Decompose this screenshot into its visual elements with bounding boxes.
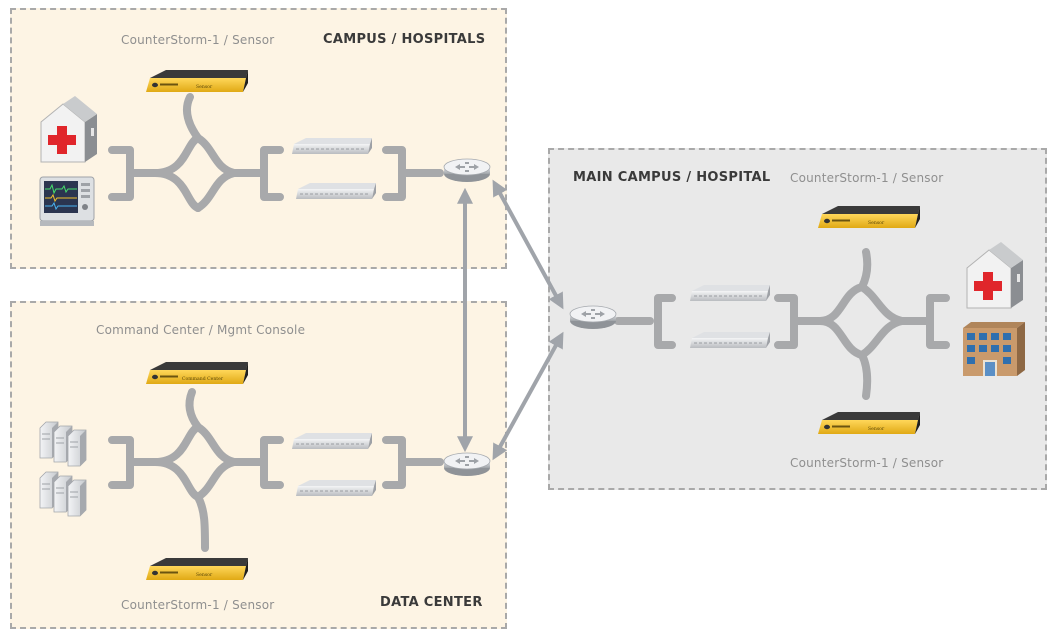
main-campus-sensor-top-label: CounterStorm-1 / Sensor <box>790 171 944 185</box>
link-campus-main <box>492 179 564 310</box>
network-switch-icon <box>291 137 373 155</box>
main-campus-sensor-bottom-label: CounterStorm-1 / Sensor <box>790 456 944 470</box>
wan-links <box>457 179 564 461</box>
router-icon <box>443 158 491 183</box>
appliance-sensor-text: Sensor <box>868 220 885 226</box>
datacenter-sensor-label: CounterStorm-1 / Sensor <box>121 598 275 612</box>
network-switch-icon <box>689 284 771 302</box>
network-switch-icon <box>291 432 373 450</box>
patient-monitor-icon <box>39 176 95 227</box>
appliance-sensor-text: Sensor <box>196 572 213 578</box>
appliance-sensor-text: Sensor <box>868 426 885 432</box>
network-switch-icon <box>295 479 377 497</box>
campus-zone-title: CAMPUS / HOSPITALS <box>323 32 486 47</box>
appliance-sensor-text: Sensor <box>196 84 213 90</box>
campus-sensor-label: CounterStorm-1 / Sensor <box>121 33 275 47</box>
server-rack-icon <box>39 471 87 517</box>
hospital-icon <box>966 241 1024 309</box>
main-campus-connectors <box>614 248 950 400</box>
main-campus-zone-title: MAIN CAMPUS / HOSPITAL <box>573 170 771 185</box>
datacenter-zone-title: DATA CENTER <box>380 595 483 610</box>
hospital-icon <box>40 95 98 163</box>
datacenter-console-label: Command Center / Mgmt Console <box>96 323 306 337</box>
office-building-icon <box>963 322 1025 376</box>
router-icon <box>443 452 491 477</box>
datacenter-connectors <box>108 388 444 552</box>
link-datacenter-main <box>492 331 564 461</box>
network-switch-icon <box>295 182 377 200</box>
campus-connectors <box>108 93 444 212</box>
server-rack-icon <box>39 421 87 467</box>
network-switch-icon <box>689 331 771 349</box>
router-icon <box>569 305 617 330</box>
appliance-command-center-text: Command Center <box>182 376 224 382</box>
